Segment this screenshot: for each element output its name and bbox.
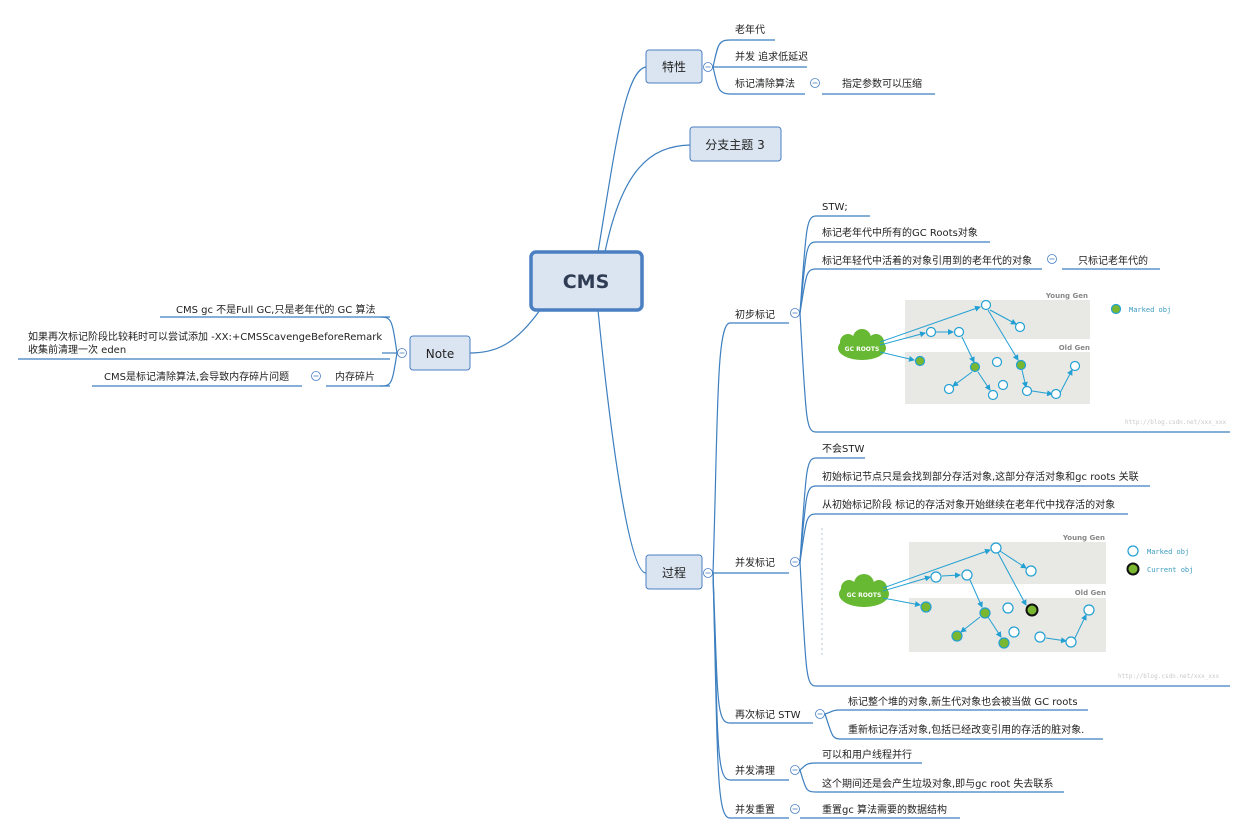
concurrent-mark-item-0: 不会STW <box>822 442 864 455</box>
note-label: Note <box>426 347 454 361</box>
collapse-icon[interactable] <box>790 308 800 318</box>
old-gen-label: Old Gen <box>1075 589 1106 597</box>
sweep-label: 并发清理 <box>735 764 775 777</box>
sweep-item-1: 这个期间还是会产生垃圾对象,即与gc root 失去联系 <box>822 777 1053 790</box>
collapse-icon[interactable] <box>790 557 800 567</box>
note-item-2: CMS是标记清除算法,会导致内存碎片问题 <box>104 370 289 383</box>
branch-features: 特性 老年代 并发 追求低延迟 标记清除算法 指定参数可以压缩 <box>645 23 935 95</box>
legend-marked-dot <box>1110 303 1122 315</box>
young-gen-label: Young Gen <box>1045 292 1088 300</box>
collapse-icon[interactable] <box>397 348 407 358</box>
process-node[interactable] <box>645 554 703 590</box>
collapse-icon[interactable] <box>703 62 713 72</box>
collapse-icon[interactable] <box>810 78 820 88</box>
features-node[interactable] <box>645 49 703 84</box>
initial-mark-sub: 只标记老年代的 <box>1078 254 1148 267</box>
initial-mark-item-1: 标记老年代中所有的GC Roots对象 <box>822 226 978 239</box>
process-label: 过程 <box>662 565 686 580</box>
feature-item-1: 并发 追求低延迟 <box>735 50 808 63</box>
collapse-icon[interactable] <box>790 765 800 775</box>
gc-roots-cloud: GC ROOTS <box>839 574 889 607</box>
root-node[interactable]: CMS <box>529 250 644 312</box>
collapse-icon[interactable] <box>1047 254 1057 264</box>
feature-item-0: 老年代 <box>735 23 765 36</box>
concurrent-mark-item-2: 从初始标记阶段 标记的存活对象开始继续在老年代中找存活的对象 <box>822 498 1115 511</box>
collapse-icon[interactable] <box>815 709 825 719</box>
note-sub: 内存碎片 <box>335 370 375 383</box>
legend-marked: Marked obj <box>1147 548 1189 556</box>
collapse-icon[interactable] <box>311 371 321 381</box>
reset-label: 并发重置 <box>735 803 775 816</box>
legend-current: Current obj <box>1147 566 1193 574</box>
initial-mark-diagram: Young Gen Old Gen GC ROOTS <box>838 292 1227 426</box>
branch-note: Note CMS gc 不是Full GC,只是老年代的 GC 算法 如果再次标… <box>18 303 471 387</box>
collapse-icon[interactable] <box>790 804 800 814</box>
note-item-0: CMS gc 不是Full GC,只是老年代的 GC 算法 <box>176 303 375 316</box>
old-gen-label: Old Gen <box>1059 344 1090 352</box>
feature-sub: 指定参数可以压缩 <box>842 77 922 90</box>
note-item-1b: 收集前清理一次 eden <box>28 343 126 356</box>
topic3-label: 分支主题 3 <box>705 138 764 152</box>
remark-item-0: 标记整个堆的对象,新生代对象也会被当做 GC roots <box>848 695 1078 708</box>
initial-mark-item-2: 标记年轻代中活着的对象引用到的老年代的对象 <box>822 254 1032 267</box>
note-node[interactable] <box>409 335 471 371</box>
sweep-item-0: 可以和用户线程并行 <box>822 748 912 761</box>
features-label: 特性 <box>662 59 686 74</box>
remark-label: 再次标记 STW <box>735 708 801 721</box>
young-gen-label: Young Gen <box>1062 534 1105 542</box>
branch-process: 过程 初步标记 <box>645 202 1230 819</box>
gc-roots-cloud: GC ROOTS <box>838 329 886 360</box>
watermark: http://blog.csdn.net/xxx_xxx <box>1125 419 1227 426</box>
feature-item-2: 标记清除算法 <box>735 77 795 90</box>
watermark: http://blog.csdn.net/xxx_xxx <box>1118 673 1220 680</box>
remark-item-1: 重新标记存活对象,包括已经改变引用的存活的脏对象. <box>848 723 1084 736</box>
reset-item-0: 重置gc 算法需要的数据结构 <box>822 803 947 816</box>
initial-mark-item-0: STW; <box>822 202 848 213</box>
gc-roots-label: GC ROOTS <box>845 346 880 353</box>
collapse-icon[interactable] <box>703 568 713 578</box>
root-label: CMS <box>563 271 610 293</box>
legend-current-dot <box>1126 562 1140 576</box>
concurrent-mark-diagram: Young Gen Old Gen GC ROOTS <box>821 528 1220 680</box>
legend-marked: Marked obj <box>1129 306 1171 314</box>
concurrent-mark-item-1: 初始标记节点只是会找到部分存活对象,这部分存活对象和gc roots 关联 <box>822 470 1139 483</box>
root-connectors <box>469 66 691 574</box>
gc-roots-label: GC ROOTS <box>847 592 882 599</box>
concurrent-mark-label: 并发标记 <box>735 556 775 569</box>
branch-topic3[interactable]: 分支主题 3 <box>689 126 782 162</box>
initial-mark-label: 初步标记 <box>735 308 775 321</box>
legend-marked-dot <box>1127 545 1139 557</box>
note-item-1: 如果再次标记阶段比较耗时可以尝试添加 -XX:+CMSScavengeBefor… <box>28 330 382 343</box>
